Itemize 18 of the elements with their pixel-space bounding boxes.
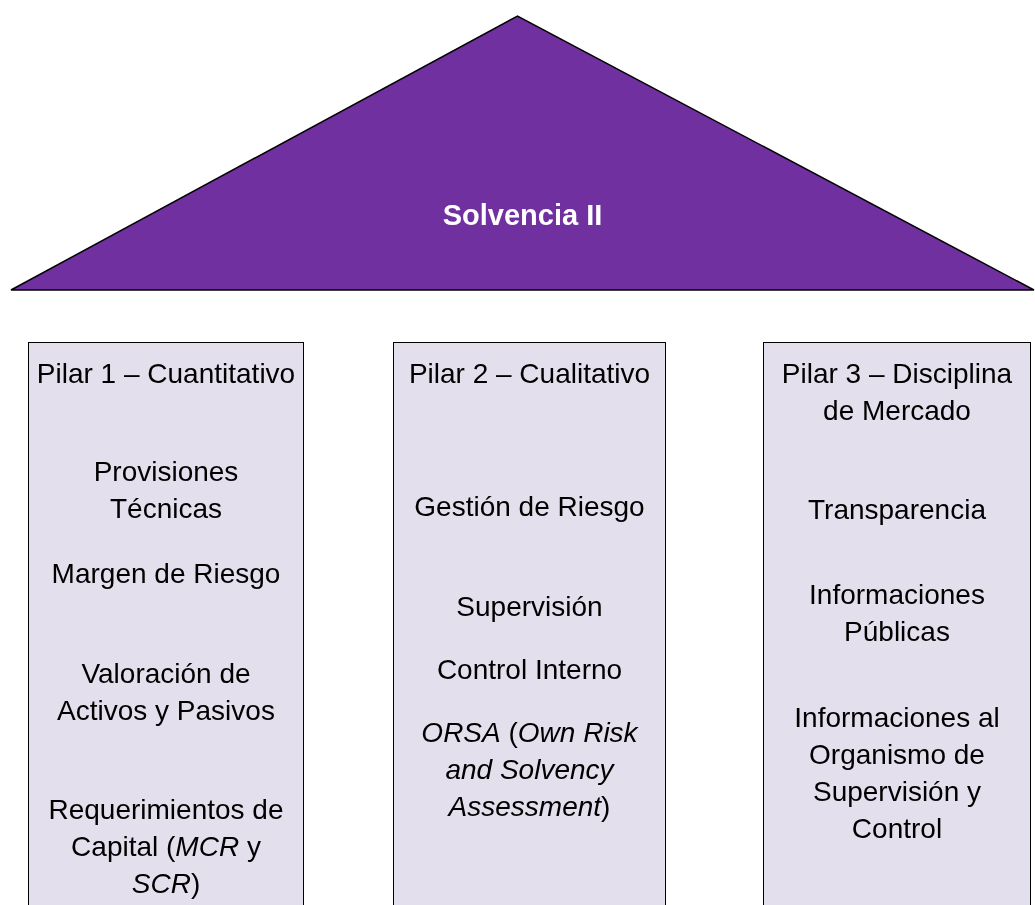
pillar-heading: Pilar 1 – Cuantitativo [36, 357, 296, 391]
pillar-item: Margen de Riesgo [51, 557, 281, 591]
pillar-item: Supervisión [456, 590, 603, 624]
pillar-item: Requerimientos de Capital (MCR y SCR) [47, 793, 285, 901]
pillar-item: ORSA (Own Risk and Solvency Assessment) [420, 716, 640, 824]
pillar-box [763, 342, 1031, 905]
pillar-item: Gestión de Riesgo [414, 490, 645, 524]
pillar-heading: Pilar 2 – Cualitativo [408, 357, 651, 391]
pillar-item: Valoración de Activos y Pasivos [56, 657, 276, 728]
roof-title: Solvencia II [442, 199, 603, 231]
pillar-item: Informaciones Públicas [808, 578, 986, 649]
pillar-heading: Pilar 3 – Disciplina de Mercado [780, 357, 1014, 428]
pillar-item: Provisiones Técnicas [92, 455, 240, 526]
pillar-item: Control Interno [436, 653, 623, 687]
pillar-box [28, 342, 304, 905]
pillar-item: Transparencia [808, 493, 986, 527]
pillar-item: Informaciones al Organismo de Supervisión y Control [793, 701, 1001, 846]
pillar-box [393, 342, 666, 905]
